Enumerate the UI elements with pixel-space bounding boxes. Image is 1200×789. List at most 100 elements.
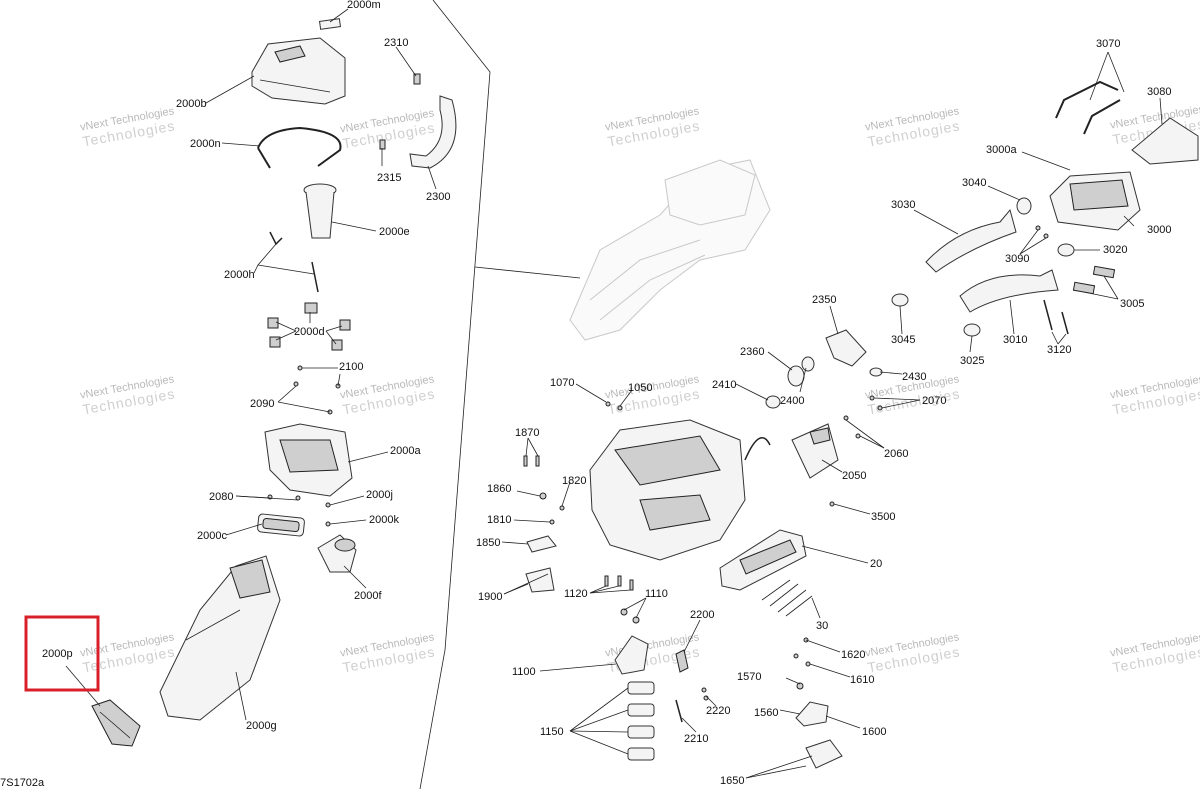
label-2000b[interactable]: 2000b: [176, 98, 207, 110]
label-2000e[interactable]: 2000e: [379, 226, 410, 238]
part-2000p-inlet-grille: [91, 699, 141, 747]
label-2200[interactable]: 2200: [690, 609, 714, 621]
label-3045[interactable]: 3045: [891, 334, 915, 346]
label-1610[interactable]: 1610: [850, 674, 874, 686]
label-2000f[interactable]: 2000f: [354, 590, 382, 602]
label-3090[interactable]: 3090: [1005, 253, 1029, 265]
label-2070[interactable]: 2070: [922, 395, 946, 407]
part-2200-2220-2210-sensor: [675, 649, 709, 723]
label-2080[interactable]: 2080: [209, 491, 233, 503]
label-3005[interactable]: 3005: [1120, 298, 1144, 310]
label-2000n[interactable]: 2000n: [190, 138, 221, 150]
label-3070[interactable]: 3070: [1096, 38, 1120, 50]
part-2000b-airbox-cover: [251, 37, 346, 105]
label-3025[interactable]: 3025: [960, 355, 984, 367]
label-2430[interactable]: 2430: [902, 371, 926, 383]
label-2315[interactable]: 2315: [377, 172, 401, 184]
highlight-box-2000p: [24, 615, 100, 692]
label-2000m[interactable]: 2000m: [347, 0, 381, 11]
label-3500[interactable]: 3500: [871, 511, 895, 523]
label-1110[interactable]: 1110: [645, 588, 668, 600]
part-3000-intercooler: [1049, 171, 1141, 231]
label-2000h[interactable]: 2000h: [224, 269, 255, 281]
label-3030[interactable]: 3030: [891, 199, 915, 211]
label-2000a[interactable]: 2000a: [390, 445, 421, 457]
label-2300[interactable]: 2300: [426, 191, 450, 203]
panel-border: [419, 0, 581, 789]
label-1570[interactable]: 1570: [737, 671, 761, 683]
label-2350[interactable]: 2350: [812, 294, 836, 306]
part-1850-mount: [526, 535, 557, 553]
label-2060[interactable]: 2060: [884, 448, 908, 460]
label-1600[interactable]: 1600: [862, 726, 886, 738]
label-1070[interactable]: 1070: [550, 377, 574, 389]
leader-lines: [65, 8, 1163, 779]
label-1120[interactable]: 1120: [564, 588, 588, 600]
label-3040[interactable]: 3040: [962, 177, 986, 189]
part-2050-bracket: [791, 423, 839, 479]
label-2000j[interactable]: 2000j: [366, 489, 393, 501]
part-3500-screw: [829, 501, 835, 507]
label-3020[interactable]: 3020: [1103, 244, 1127, 256]
label-1100[interactable]: 1100: [512, 666, 536, 678]
label-2310[interactable]: 2310: [384, 37, 408, 49]
label-2100[interactable]: 2100: [339, 361, 363, 373]
label-1810[interactable]: 1810: [487, 514, 511, 526]
label-2000g[interactable]: 2000g: [246, 720, 277, 732]
part-2000f-elbow: [317, 534, 357, 573]
label-2000k[interactable]: 2000k: [369, 514, 399, 526]
label-30[interactable]: 30: [816, 620, 828, 632]
label-3000[interactable]: 3000: [1147, 224, 1171, 236]
label-1560[interactable]: 1560: [754, 707, 778, 719]
part-2350-boot: [825, 329, 867, 367]
label-1870[interactable]: 1870: [515, 427, 539, 439]
label-2090[interactable]: 2090: [250, 398, 274, 410]
label-2000d[interactable]: 2000d: [294, 326, 325, 338]
label-2220[interactable]: 2220: [706, 705, 730, 717]
label-2000c[interactable]: 2000c: [197, 530, 227, 542]
part-2430-2070-2060-fasteners: [843, 367, 883, 439]
part-1860-1810-1820-small: [539, 492, 565, 525]
part-2000h-sensor: [269, 231, 319, 293]
part-2000d-clips: [267, 302, 351, 351]
part-2000c-gasket: [257, 513, 305, 537]
label-1900[interactable]: 1900: [478, 591, 502, 603]
label-3010[interactable]: 3010: [1003, 334, 1027, 346]
part-1120-1110-bolts: [604, 575, 640, 624]
label-2400[interactable]: 2400: [780, 395, 804, 407]
label-1820[interactable]: 1820: [562, 475, 586, 487]
part-3090-screws: [1035, 225, 1049, 239]
part-2000a-airbox-base: [264, 423, 353, 497]
label-1860[interactable]: 1860: [487, 483, 511, 495]
label-1650[interactable]: 1650: [720, 775, 744, 787]
label-1620[interactable]: 1620: [841, 649, 865, 661]
part-2360-2410-2400-clamps: [765, 356, 815, 409]
label-3000a[interactable]: 3000a: [986, 144, 1017, 156]
label-2360[interactable]: 2360: [740, 346, 764, 358]
label-1050[interactable]: 1050: [628, 382, 652, 394]
label-2050[interactable]: 2050: [842, 470, 866, 482]
part-2315-clip: [379, 139, 386, 150]
label-1850[interactable]: 1850: [476, 537, 500, 549]
label-3080[interactable]: 3080: [1147, 86, 1171, 98]
part-1870-bolts: [523, 455, 540, 467]
callout-labels: 2000m 2000b 2310 2000n 2315 2300 2000e 2…: [42, 0, 1171, 787]
part-1620-1610-1570-small: [793, 637, 811, 690]
part-3070-brackets: [1055, 80, 1121, 135]
part-3010-hose: [959, 269, 1059, 313]
part-engine: [589, 419, 771, 561]
label-20[interactable]: 20: [870, 558, 882, 570]
part-2000m-shape: [318, 18, 342, 30]
part-2000g-intake-duct: [159, 555, 281, 721]
part-1900-brackets: [525, 567, 555, 593]
label-2410[interactable]: 2410: [712, 379, 736, 391]
label-3120[interactable]: 3120: [1047, 344, 1071, 356]
part-2000n-cable: [257, 126, 342, 169]
part-3030-hose: [925, 208, 1017, 273]
label-2210[interactable]: 2210: [684, 733, 708, 745]
label-1150[interactable]: 1150: [540, 726, 564, 738]
label-2000p[interactable]: 2000p: [42, 648, 73, 660]
part-3120-brackets: [1043, 299, 1069, 335]
